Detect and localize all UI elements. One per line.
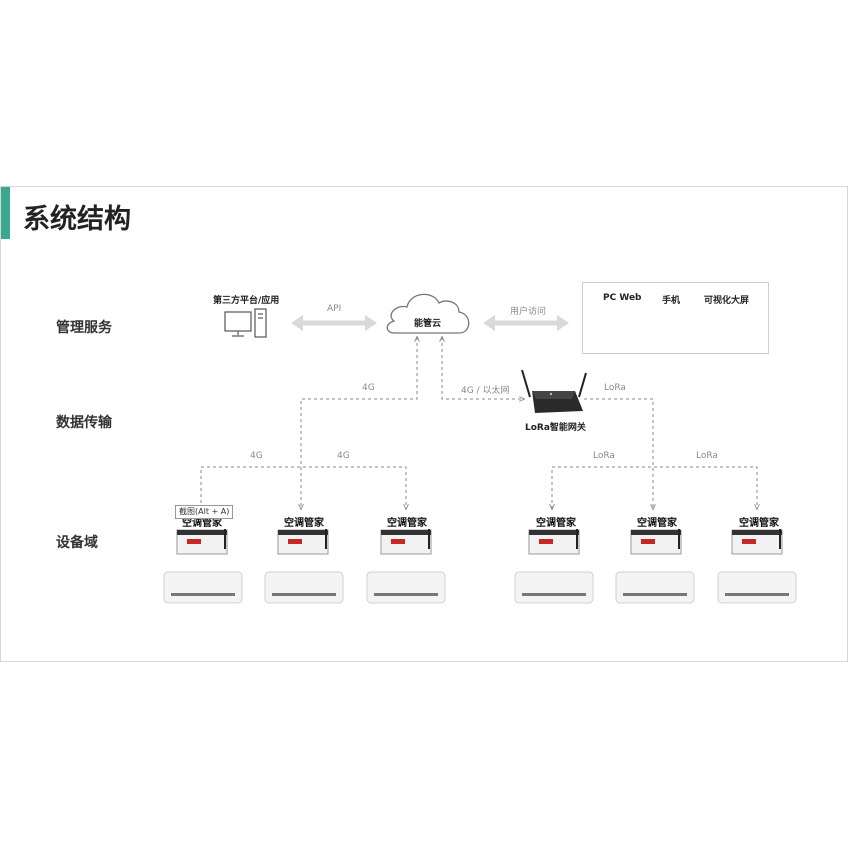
air-conditioner-icon (264, 571, 344, 604)
link-label-4g-cloud: 4G (362, 383, 375, 393)
third-party-label: 第三方平台/应用 (213, 296, 280, 306)
link-gateway-lora-trunk (584, 398, 653, 509)
row-label-transmission: 数据传输 (56, 415, 112, 431)
user-access-double-arrow (483, 315, 569, 331)
device-label: 空调管家 (536, 518, 576, 529)
link-label-lora-trunk: LoRa (604, 383, 626, 393)
link-label-4g-right: 4G (337, 451, 350, 461)
device-label: 空调管家 (637, 518, 677, 529)
air-conditioner-icon (514, 571, 594, 604)
client-box: PC Web 手机 可视化大屏 (582, 282, 769, 354)
air-conditioner-icon (163, 571, 243, 604)
gateway-label: LoRa智能网关 (525, 423, 586, 433)
link-cloud-to-gateway (442, 337, 524, 399)
device-label: 空调管家 (284, 518, 324, 529)
client-phone-label: 手机 (662, 296, 681, 306)
page-title: 系统结构 (23, 204, 131, 235)
link-cloud-to-4g-hub (301, 337, 417, 509)
controller-icon (731, 529, 783, 555)
api-double-arrow (291, 315, 377, 331)
link-lora-branch (552, 466, 757, 509)
air-conditioner-icon (717, 571, 797, 604)
client-screen-label: 可视化大屏 (704, 296, 750, 306)
air-conditioner-icon (615, 571, 695, 604)
device-label: 空调管家 (739, 518, 779, 529)
system-architecture-slide: 系统结构 管理服务 数据传输 设备域 (0, 186, 848, 662)
row-label-devices: 设备域 (56, 535, 98, 551)
link-label-4g-ethernet: 4G / 以太网 (461, 386, 510, 396)
computer-icon (224, 308, 267, 338)
device-label: 空调管家 (182, 518, 222, 529)
controller-icon (176, 529, 228, 555)
user-access-label: 用户访问 (510, 307, 547, 317)
controller-icon (630, 529, 682, 555)
link-label-lora-right: LoRa (696, 451, 718, 461)
client-pc-web-label: PC Web (603, 293, 642, 303)
architecture-diagram (200, 293, 849, 663)
controller-icon (277, 529, 329, 555)
controller-icon (528, 529, 580, 555)
air-conditioner-icon (366, 571, 446, 604)
device-label: 空调管家 (387, 518, 427, 529)
link-label-4g-left: 4G (250, 451, 263, 461)
screenshot-tooltip: 截图(Alt + A) (175, 505, 234, 519)
link-4g-branch (200, 466, 406, 509)
cloud-icon (386, 293, 470, 334)
title-accent-bar (1, 187, 10, 239)
cloud-label: 能管云 (414, 319, 442, 329)
row-label-management: 管理服务 (56, 320, 112, 336)
api-label: API (327, 304, 342, 314)
controller-icon (380, 529, 432, 555)
lora-gateway-icon (521, 369, 587, 413)
link-label-lora-left: LoRa (593, 451, 615, 461)
